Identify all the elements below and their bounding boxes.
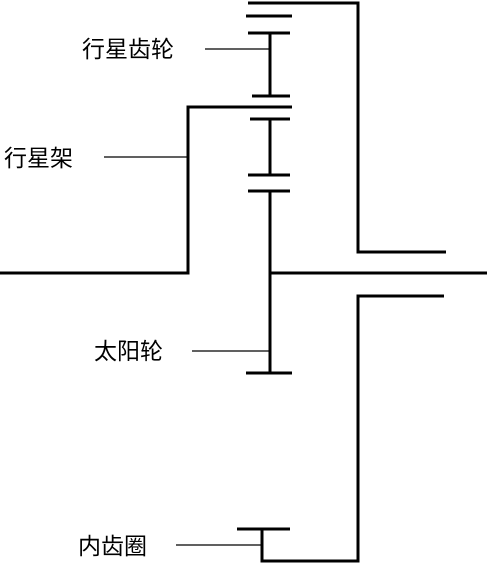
ring-gear-label: 内齿圈 bbox=[78, 534, 147, 560]
planet-carrier-arm bbox=[0, 105, 292, 275]
ring-gear-lower-housing bbox=[260, 294, 444, 563]
planet-carrier-label: 行星架 bbox=[4, 146, 73, 172]
sun-gear-label: 太阳轮 bbox=[94, 339, 163, 365]
ring-gear-upper-housing bbox=[248, 1, 446, 254]
planet-gear-label: 行星齿轮 bbox=[82, 37, 174, 63]
